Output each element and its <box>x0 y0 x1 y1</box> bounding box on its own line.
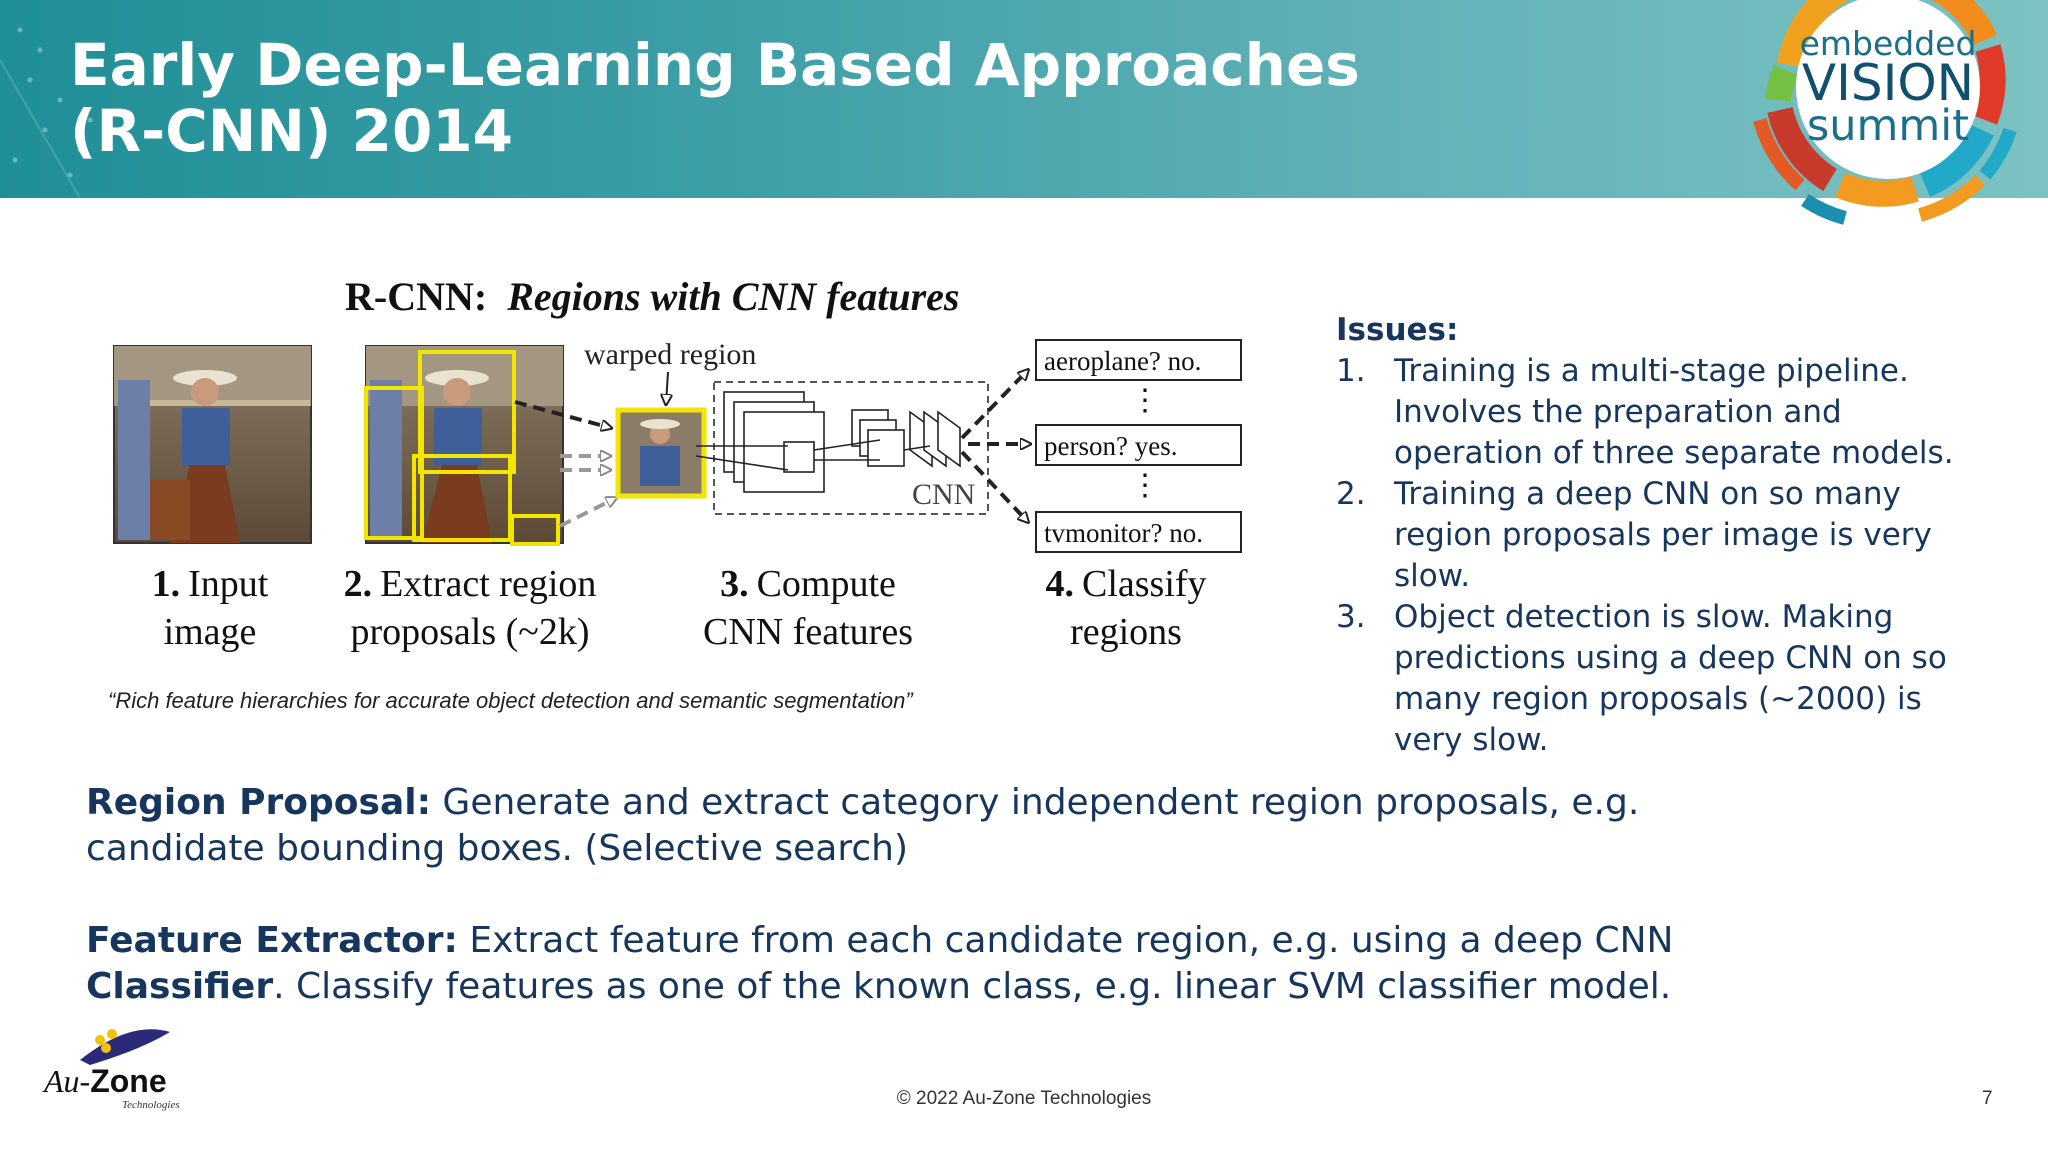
au-zone-logo-text: Au-Zone <box>42 1063 167 1099</box>
feature-extractor-label: Feature Extractor: <box>86 920 458 961</box>
logo-word-embedded: embedded <box>1800 24 1977 63</box>
issue-number-1: 1. <box>1336 353 1366 389</box>
embedded-vision-summit-logo: embedded VISION summit <box>1753 0 2017 225</box>
class-box-label-3: tvmonitor? no. <box>1044 518 1203 548</box>
step-2-num: 2. <box>344 563 373 605</box>
au-zone-logo-sub: Technologies <box>122 1099 180 1111</box>
issue-item-1: 1. Training is a multi-stage pipeline. In… <box>1336 351 1996 474</box>
step-1-caption-line-1: 1.Input <box>152 563 269 605</box>
slide-title-line-1: Early Deep-Learning Based Approaches <box>70 31 1360 99</box>
issue-number-3: 3. <box>1336 599 1366 635</box>
step-2-line2: proposals (~2k) <box>350 611 589 653</box>
issue-text-1: Training is a multi-stage pipeline. Invo… <box>1394 353 1954 471</box>
page-number: 7 <box>1982 1088 1993 1109</box>
region-proposal-paragraph: Region Proposal: Generate and extract ca… <box>86 780 1706 872</box>
logo-word-vision: VISION <box>1802 54 1974 112</box>
step-4-caption-line-1: 4.Classify <box>1045 563 1206 605</box>
warped-label-arrow <box>666 371 668 404</box>
class-arrow-3 <box>960 450 1028 522</box>
proposal-arrow-1 <box>514 400 611 428</box>
au-zone-logo-au: Au- <box>42 1063 90 1099</box>
step-1-num: 1. <box>152 563 181 605</box>
feature-extractor-paragraph: Feature Extractor: Extract feature from … <box>86 918 1706 1010</box>
feature-extractor-text: Extract feature from each candidate regi… <box>457 920 1674 961</box>
cnn-label: CNN <box>912 478 975 511</box>
class-arrow-1 <box>960 370 1028 440</box>
step-3-line1: Compute <box>757 563 896 605</box>
au-zone-logo: Au-Zone Technologies <box>42 1029 180 1111</box>
cnn-dashed-box <box>713 381 989 515</box>
warped-region-image <box>615 407 707 499</box>
figure-title: R-CNN: Regions with CNN features <box>345 274 959 319</box>
paper-citation: “Rich feature hierarchies for accurate o… <box>108 688 913 713</box>
step-3-num: 3. <box>720 563 749 605</box>
cnn-layers <box>695 391 961 493</box>
step-3-caption-line-1: 3.Compute <box>720 563 896 605</box>
step-4-line2: regions <box>1070 611 1182 653</box>
copyright-notice: © 2022 Au-Zone Technologies <box>896 1088 1152 1109</box>
class-box-label-1: aeroplane? no. <box>1044 346 1201 376</box>
classifier-text: . Classify features as one of the known … <box>273 966 1672 1007</box>
issue-text-3: Object detection is slow. Making predict… <box>1394 599 1947 758</box>
figure-title-bold: R-CNN: <box>345 274 487 319</box>
issues-panel: Issues: 1. Training is a multi-stage pipe… <box>1336 310 1996 761</box>
slide-header: Early Deep-Learning Based Approaches (R-… <box>0 0 2048 198</box>
class-box-1: aeroplane? no. <box>1035 339 1242 381</box>
step-2-line1: Extract region <box>380 563 596 605</box>
rcnn-diagram: R-CNN: Regions with CNN features warped … <box>113 274 1242 653</box>
class-box-3: tvmonitor? no. <box>1035 511 1242 553</box>
figure-title-italic: Regions with CNN features <box>506 274 959 319</box>
logo-word-summit: summit <box>1807 101 1969 151</box>
step-1-line1: Input <box>188 563 269 605</box>
region-proposal-text: Generate and extract category independen… <box>86 782 1640 869</box>
step-2-caption-line-1: 2.Extract region <box>344 563 597 605</box>
warped-region-label: warped region <box>584 338 756 371</box>
input-image <box>113 345 312 544</box>
issue-item-2: 2. Training a deep CNN on so many region … <box>1336 474 1996 597</box>
header-decoration <box>0 27 93 198</box>
issue-item-3: 3. Object detection is slow. Making predi… <box>1336 597 1996 761</box>
step-1-line2: image <box>164 611 257 653</box>
ellipsis-1: ⋮ <box>1130 384 1160 417</box>
slide-title: Early Deep-Learning Based Approaches (R-… <box>70 32 1360 164</box>
step-4-line1: Classify <box>1082 563 1207 605</box>
proposal-arrow-4 <box>559 498 616 528</box>
au-zone-logo-zone: Zone <box>90 1063 166 1099</box>
issues-heading: Issues: <box>1336 312 1459 348</box>
step-4-num: 4. <box>1045 563 1074 605</box>
issue-text-2: Training a deep CNN on so many region pr… <box>1394 476 1932 594</box>
ellipsis-2: ⋮ <box>1130 469 1160 502</box>
issue-number-2: 2. <box>1336 476 1366 512</box>
classifier-label: Classifier <box>86 966 274 1007</box>
step-3-line2: CNN features <box>703 611 913 653</box>
issues-list: 1. Training is a multi-stage pipeline. In… <box>1336 351 1996 761</box>
region-proposal-label: Region Proposal: <box>86 782 431 823</box>
class-box-2: person? yes. <box>1035 424 1242 466</box>
class-box-label-2: person? yes. <box>1044 431 1177 461</box>
slide-title-line-2: (R-CNN) 2014 <box>70 97 514 165</box>
region-proposals-image <box>364 345 564 546</box>
